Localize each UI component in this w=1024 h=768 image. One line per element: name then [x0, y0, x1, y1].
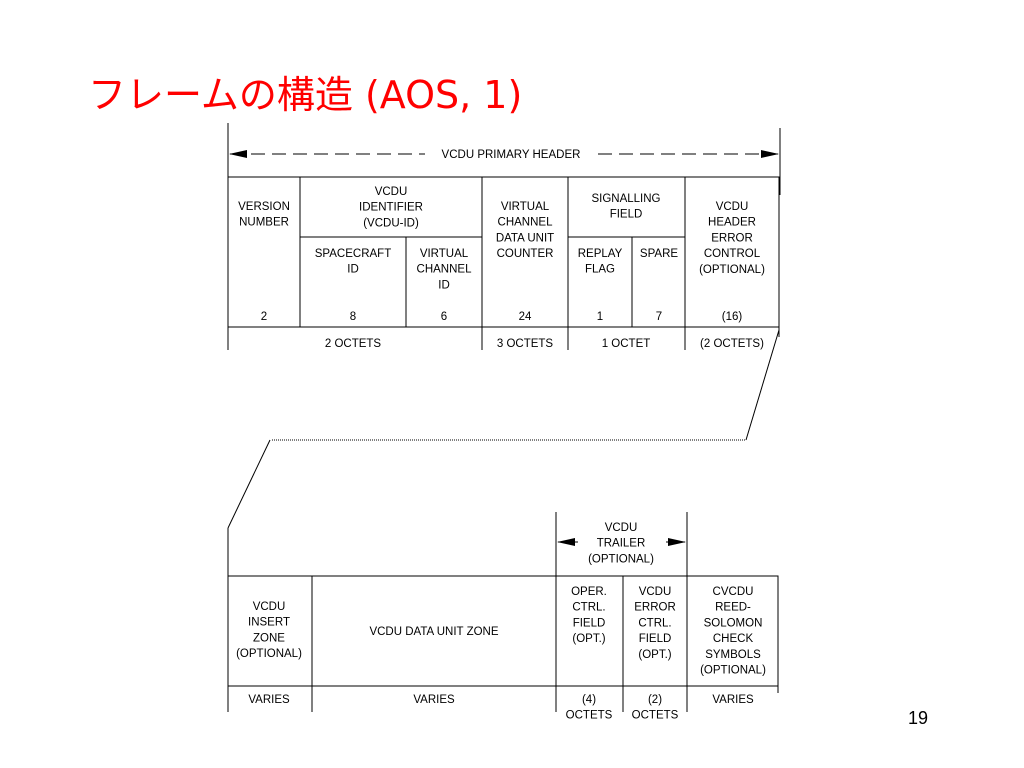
bits-counter: 24 [519, 311, 532, 323]
bits-spare: 7 [656, 311, 662, 323]
size-error-ctrl: (2)OCTETS [632, 694, 679, 722]
octets-first: 2 OCTETS [325, 338, 382, 350]
data-unit-zone-label: VCDU DATA UNIT ZONE [369, 626, 498, 638]
expand-left-line [227, 439, 271, 529]
spare-label: SPARE [640, 248, 678, 260]
expand-right-line [745, 329, 780, 441]
bits-error-control: (16) [722, 311, 743, 323]
header-box [227, 176, 780, 328]
octets-error-control: (2 OCTETS) [700, 338, 764, 350]
trailer-box [227, 575, 779, 687]
bits-replay: 1 [597, 311, 603, 323]
bits-spacecraft: 8 [350, 311, 356, 323]
size-oper-ctrl: (4)OCTETS [566, 694, 613, 722]
size-data-zone: VARIES [413, 694, 455, 706]
oper-ctrl-field-label: OPER.CTRL.FIELD(OPT.) [571, 586, 607, 645]
bits-virtual-channel: 6 [441, 311, 447, 323]
size-reed-solomon: VARIES [712, 694, 754, 706]
octets-signalling: 1 OCTET [602, 338, 651, 350]
size-insert-zone: VARIES [248, 694, 290, 706]
page-number: 19 [908, 708, 929, 728]
primary-header-label: VCDU PRIMARY HEADER [442, 149, 581, 161]
bits-version: 2 [261, 311, 267, 323]
slide-title: フレームの構造 (AOS, 1) [88, 73, 523, 117]
octets-counter: 3 OCTETS [497, 338, 554, 350]
